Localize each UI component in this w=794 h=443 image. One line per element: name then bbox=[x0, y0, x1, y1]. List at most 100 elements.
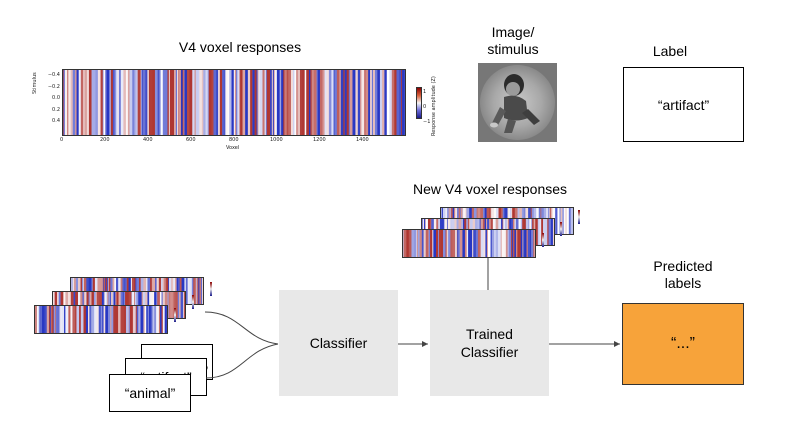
heatmap-stripe bbox=[423, 230, 427, 257]
image-title: Image/ stimulus bbox=[487, 24, 539, 57]
heatmap-stripe bbox=[55, 306, 57, 333]
heatmap-stripe bbox=[353, 70, 356, 135]
heatmap-stripe bbox=[310, 70, 312, 135]
heatmap-stripe bbox=[242, 70, 246, 135]
heatmap-stripe bbox=[208, 70, 212, 135]
heatmap-stripe bbox=[475, 230, 479, 257]
heatmap-stripe bbox=[334, 70, 338, 135]
heatmap-stripe bbox=[168, 70, 171, 135]
heatmap-stripe bbox=[164, 306, 167, 333]
heatmap-stripe bbox=[79, 306, 82, 333]
new-heatmap-front bbox=[402, 229, 536, 258]
heatmap-stripe bbox=[195, 70, 199, 135]
heatmap-stripe bbox=[201, 278, 203, 304]
heatmap-stripe bbox=[100, 306, 103, 333]
heatmap-stripe bbox=[450, 230, 453, 257]
heatmap-stripe bbox=[167, 292, 169, 318]
heatmap-stripe bbox=[134, 306, 136, 333]
heatmap-stripe bbox=[80, 306, 84, 333]
heatmap-stripe bbox=[416, 230, 418, 257]
heatmap-stripe bbox=[252, 70, 254, 135]
heatmap-stripe bbox=[370, 70, 373, 135]
heatmap-stripe bbox=[39, 306, 42, 333]
label-card: “artifact” bbox=[623, 67, 744, 142]
heatmap-stripe bbox=[518, 230, 522, 257]
heatmap-stripe bbox=[276, 70, 280, 135]
heatmap-stripe bbox=[491, 230, 493, 257]
heatmap-stripe bbox=[201, 70, 204, 135]
heatmap-stripe bbox=[184, 292, 185, 318]
heatmap-stripe bbox=[72, 70, 76, 135]
heatmap-stripe bbox=[259, 70, 263, 135]
heatmap-stripe bbox=[370, 70, 372, 135]
heatmap-stripe bbox=[35, 306, 38, 333]
heatmap-stripe bbox=[524, 230, 527, 257]
heatmap-stripe bbox=[83, 70, 85, 135]
heatmap-stripe bbox=[53, 306, 55, 333]
heatmap-stripe bbox=[313, 70, 317, 135]
heatmap-stripe bbox=[87, 306, 90, 333]
heatmap-stripe bbox=[57, 306, 60, 333]
heatmap-stripe bbox=[464, 230, 467, 257]
heatmap-stripe bbox=[336, 70, 340, 135]
x-tick: 400 bbox=[143, 137, 153, 143]
heatmap-stripe bbox=[470, 230, 473, 257]
heatmap-stripe bbox=[446, 230, 449, 257]
heatmap-stripe bbox=[372, 70, 376, 135]
heatmap-stripe bbox=[124, 306, 127, 333]
heatmap-stripe bbox=[97, 70, 101, 135]
heatmap-stripe bbox=[522, 230, 524, 257]
heatmap-stripe bbox=[89, 306, 92, 333]
heatmap-stripe bbox=[76, 70, 79, 135]
heatmap-stripe bbox=[105, 70, 108, 135]
heatmap-stripe bbox=[428, 230, 431, 257]
heatmap-stripe bbox=[344, 70, 346, 135]
heatmap-stripe bbox=[360, 70, 362, 135]
heatmap-stripe bbox=[164, 70, 168, 135]
heatmap-stripe bbox=[154, 70, 158, 135]
heatmap-stripe bbox=[216, 70, 219, 135]
heatmap-stripe bbox=[93, 306, 95, 333]
train-heatmap-front bbox=[34, 305, 168, 334]
predicted-label-box: “...” bbox=[622, 303, 744, 385]
heatmap-stripe bbox=[50, 306, 53, 333]
heatmap-stripe bbox=[357, 70, 361, 135]
heatmap-stripe bbox=[419, 230, 423, 257]
heatmap-stripe bbox=[532, 230, 534, 257]
heatmap-stripe bbox=[468, 230, 471, 257]
heatmap-stripe bbox=[300, 70, 303, 135]
heatmap-stripe bbox=[371, 70, 374, 135]
heatmap-stripe bbox=[174, 70, 177, 135]
heatmap-stripe bbox=[437, 230, 440, 257]
heatmap-stripe bbox=[235, 70, 237, 135]
heatmap-stripe bbox=[562, 208, 565, 234]
heatmap-stripe bbox=[339, 70, 342, 135]
heatmap-stripe bbox=[103, 306, 106, 333]
heatmap-stripe bbox=[237, 70, 240, 135]
heatmap-stripe bbox=[135, 306, 138, 333]
heatmap-stripe bbox=[116, 70, 118, 135]
heatmap-stripe bbox=[61, 306, 65, 333]
heatmap-stripe bbox=[302, 70, 305, 135]
heatmap-stripe bbox=[125, 70, 129, 135]
heatmap-stripe bbox=[63, 70, 66, 135]
heatmap-stripe bbox=[331, 70, 334, 135]
heatmap-stripe bbox=[118, 306, 121, 333]
heatmap-stripe bbox=[563, 208, 566, 234]
heatmap-stripe bbox=[311, 70, 315, 135]
heatmap-stripe bbox=[193, 278, 195, 304]
y-tick: 0.0 bbox=[52, 95, 60, 102]
heatmap-stripe bbox=[198, 70, 200, 135]
heatmap-stripe bbox=[408, 230, 412, 257]
heatmap-stripe bbox=[144, 306, 147, 333]
heatmap-stripe bbox=[186, 70, 190, 135]
heatmap-stripe bbox=[110, 70, 114, 135]
classifier-box: Classifier bbox=[279, 290, 398, 396]
heatmap-stripe bbox=[346, 70, 350, 135]
heatmap-stripe bbox=[498, 230, 502, 257]
heatmap-stripe bbox=[348, 70, 351, 135]
heatmap-stripe bbox=[132, 70, 135, 135]
heatmap-stripe bbox=[231, 70, 235, 135]
heatmap-stripe bbox=[70, 70, 74, 135]
heatmap-stripe bbox=[75, 306, 77, 333]
